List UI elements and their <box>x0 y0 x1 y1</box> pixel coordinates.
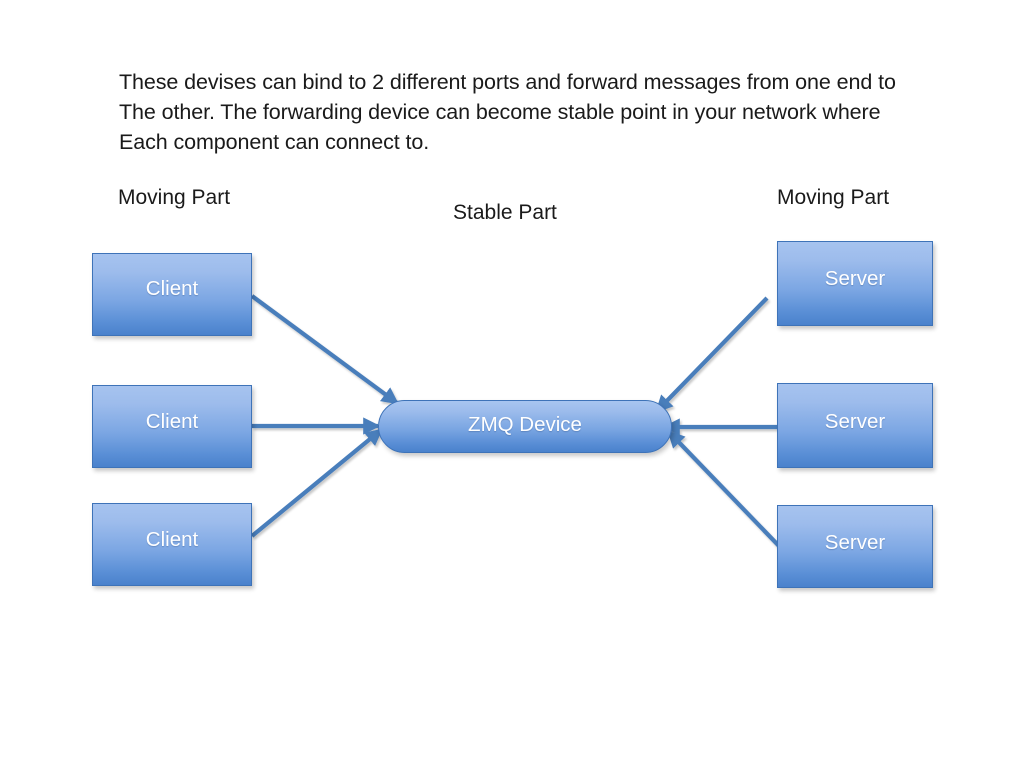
node-server-2[interactable]: Server <box>777 383 933 468</box>
node-client-1-label: Client <box>145 277 199 301</box>
node-client-2[interactable]: Client <box>92 385 252 468</box>
node-client-3[interactable]: Client <box>92 503 252 586</box>
node-server-2-label: Server <box>824 410 886 434</box>
connector-server-3-to-device <box>667 430 781 548</box>
node-zmq-device-label: ZMQ Device <box>468 413 582 437</box>
connector-client-1-to-device <box>250 294 399 405</box>
connector-client-3-to-device <box>250 428 383 538</box>
node-zmq-device[interactable]: ZMQ Device <box>378 400 672 453</box>
node-client-3-label: Client <box>145 528 199 552</box>
node-client-2-label: Client <box>145 410 199 434</box>
intro-paragraph: These devises can bind to 2 different po… <box>119 70 896 154</box>
node-server-1[interactable]: Server <box>777 241 933 326</box>
node-server-1-label: Server <box>824 267 886 291</box>
connector-server-1-to-device <box>655 296 769 413</box>
caption-moving-part-right: Moving Part <box>777 186 890 209</box>
node-server-3-label: Server <box>824 531 886 555</box>
node-client-1[interactable]: Client <box>92 253 252 336</box>
caption-stable-part: Stable Part <box>453 201 557 224</box>
node-server-3[interactable]: Server <box>777 505 933 588</box>
caption-moving-part-left: Moving Part <box>118 186 231 209</box>
